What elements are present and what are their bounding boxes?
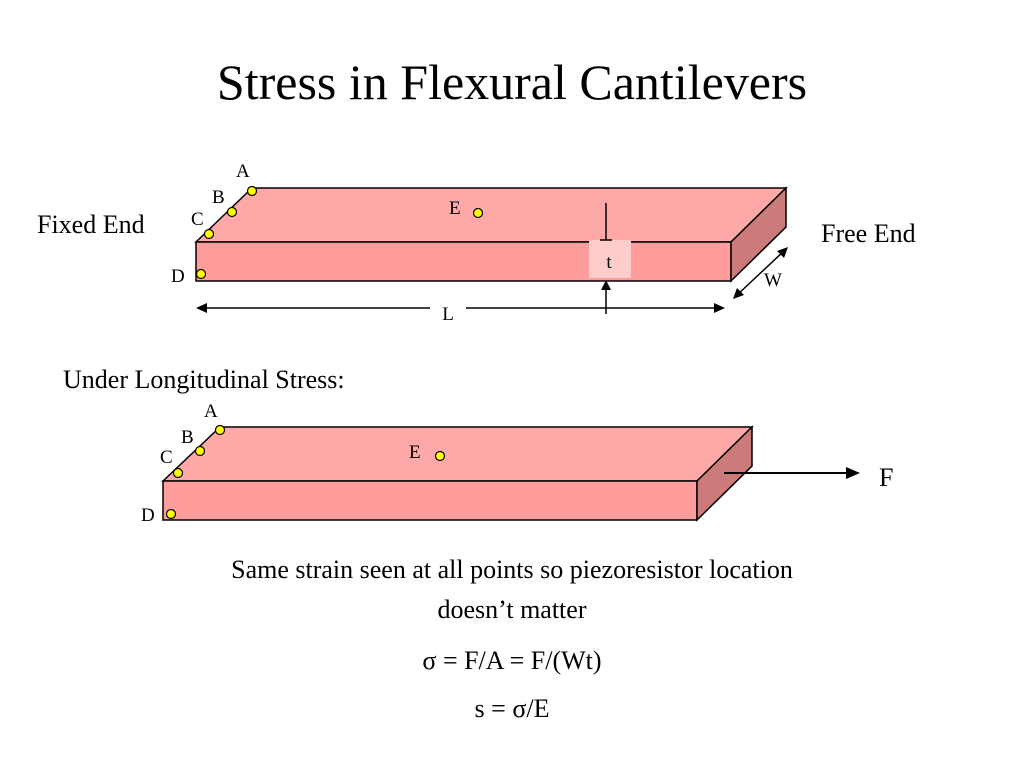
top-cantilever-beam [194, 186, 788, 283]
bottom-point-c-label: C [160, 447, 173, 468]
force-label: F [879, 463, 893, 492]
length-arrowhead-left [196, 303, 207, 313]
width-arrowhead-bottom [733, 288, 744, 299]
bottom-point-b-label: B [181, 427, 194, 448]
top-beam-top-face [194, 187, 788, 243]
thickness-arrowhead [601, 280, 611, 290]
top-point-b-label: B [212, 187, 225, 208]
top-point-c-label: C [191, 209, 204, 230]
top-point-d-label: D [171, 266, 185, 287]
thickness-label: t [606, 252, 612, 273]
top-beam-side-face [730, 186, 787, 283]
top-point-e-label: E [449, 198, 461, 219]
width-label: W [764, 270, 782, 291]
caption-line-2: doesn’t matter [437, 595, 587, 624]
bottom-beam-top-face [161, 426, 754, 482]
width-dimension-line [735, 249, 786, 297]
top-point-d-marker [195, 268, 207, 280]
bottom-beam-front-face [162, 480, 698, 521]
top-point-a-marker [246, 185, 258, 197]
force-arrowhead [846, 467, 860, 479]
strain-equation: s = σ/E [474, 694, 550, 723]
top-point-a-label: A [236, 161, 250, 182]
bottom-cantilever-beam [161, 425, 754, 522]
top-point-e-marker [472, 207, 484, 219]
slide-title: Stress in Flexural Cantilevers [216, 54, 808, 110]
free-end-label: Free End [821, 219, 916, 248]
width-arrowhead-top [777, 247, 788, 258]
bottom-point-d-label: D [141, 505, 155, 526]
bottom-point-b-marker [194, 445, 206, 457]
section-heading: Under Longitudinal Stress: [63, 365, 345, 394]
top-point-c-marker [203, 228, 215, 240]
bottom-point-c-marker [172, 467, 184, 479]
length-arrowhead-right [714, 303, 725, 313]
bottom-point-e-marker [434, 450, 446, 462]
stress-equation: σ = F/A = F/(Wt) [422, 646, 602, 675]
top-point-b-marker [226, 206, 238, 218]
bottom-point-d-marker [165, 508, 177, 520]
thickness-label-box [589, 240, 631, 278]
caption-line-1: Same strain seen at all points so piezor… [231, 555, 793, 584]
fixed-end-label: Fixed End [37, 210, 145, 239]
top-beam-front-face [195, 241, 732, 282]
bottom-point-a-marker [214, 424, 226, 436]
length-label: L [442, 304, 454, 325]
bottom-point-a-label: A [204, 401, 218, 422]
bottom-point-e-label: E [409, 442, 421, 463]
